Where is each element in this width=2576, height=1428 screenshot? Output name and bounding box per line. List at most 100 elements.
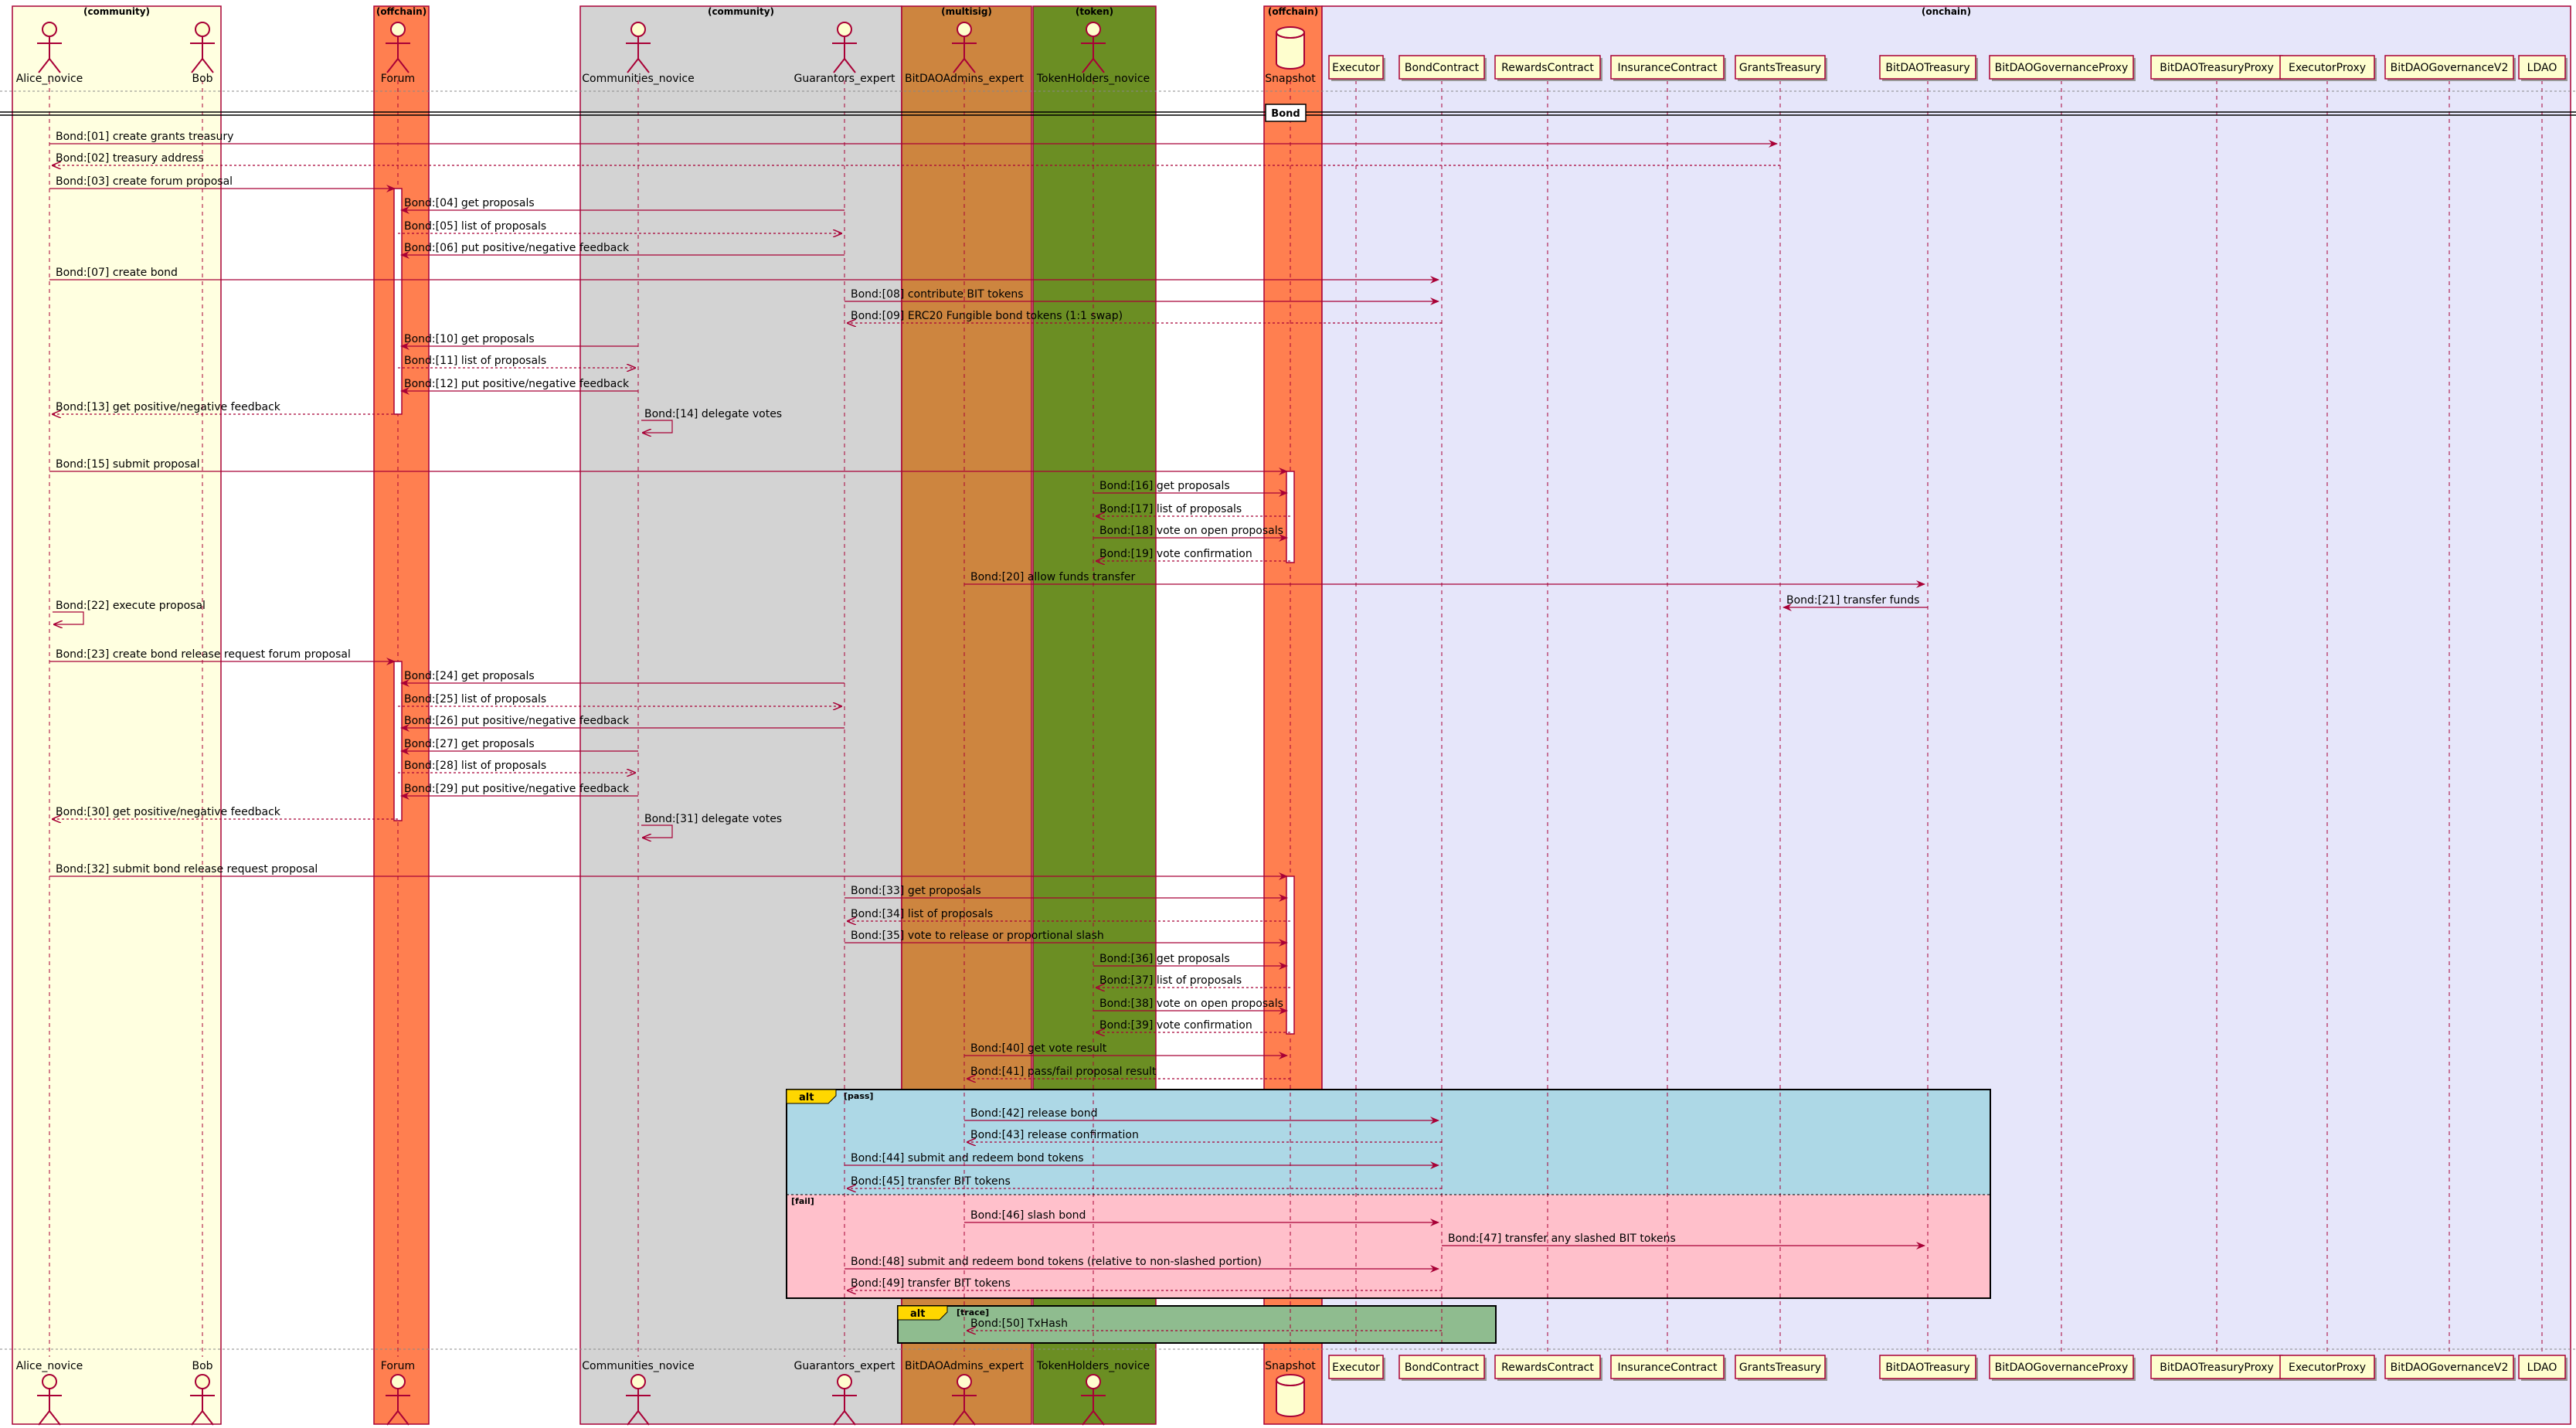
message-03: Bond:[03] create forum proposal <box>49 175 396 192</box>
message-18: Bond:[18] vote on open proposals <box>1093 525 1288 542</box>
message-38: Bond:[38] vote on open proposals <box>1093 998 1288 1015</box>
message-label: Bond:[47] transfer any slashed BIT token… <box>1448 1232 1676 1245</box>
message-label: Bond:[48] submit and redeem bond tokens … <box>851 1256 1262 1268</box>
actor-leg <box>386 58 399 73</box>
message-label: Bond:[16] get proposals <box>1099 480 1230 492</box>
message-label: Bond:[50] TxHash <box>970 1318 1068 1330</box>
message-label: Bond:[25] list of proposals <box>404 693 546 706</box>
participant-box <box>1610 55 1725 80</box>
participant-box <box>1879 1355 1976 1379</box>
group-label: (community) <box>708 6 774 17</box>
message-label: Bond:[30] get positive/negative feedback <box>56 806 281 818</box>
participant-label: Communities_novice <box>582 73 694 85</box>
database-rim <box>1276 1379 1305 1386</box>
message-14: Bond:[14] delegate votes <box>641 408 782 433</box>
message-06: Bond:[06] put positive/negative feedback <box>400 242 845 259</box>
message-label: Bond:[03] create forum proposal <box>56 175 233 188</box>
participant-box <box>1989 1355 2134 1379</box>
actor-leg <box>202 1410 214 1426</box>
participant-label: LDAO <box>2527 62 2557 74</box>
group-label: (community) <box>83 6 150 17</box>
message-label: Bond:[12] put positive/negative feedback <box>404 378 630 390</box>
participant-bitdaogovernancev2-top: BitDAOGovernanceV2 <box>2384 55 2516 81</box>
message-label: Bond:[23] create bond release request fo… <box>56 648 351 661</box>
participant-box <box>2279 55 2375 80</box>
message-39: Bond:[39] vote confirmation <box>1096 1019 1290 1032</box>
participant-label: BitDAOAdmins_expert <box>905 1360 1024 1372</box>
group-label: (offchain) <box>376 6 427 17</box>
group-label: (onchain) <box>1922 6 1971 17</box>
actor-leg <box>1093 58 1105 73</box>
message-40: Bond:[40] get vote result <box>964 1042 1288 1059</box>
message-label: Bond:[14] delegate votes <box>644 408 782 420</box>
participant-label: TokenHolders_novice <box>1036 1360 1150 1372</box>
message-13: Bond:[13] get positive/negative feedback <box>53 401 398 414</box>
participant-executorproxy-bottom: ExecutorProxy <box>2279 1355 2377 1381</box>
message-10: Bond:[10] get proposals <box>400 333 638 350</box>
message-label: Bond:[17] list of proposals <box>1099 503 1242 515</box>
message-label: Bond:[44] submit and redeem bond tokens <box>851 1152 1084 1164</box>
participant-executor-top: Executor <box>1328 55 1385 81</box>
alt-tab <box>897 1305 948 1321</box>
participant-box <box>2518 1355 2566 1379</box>
message-label: Bond:[15] submit proposal <box>56 458 199 471</box>
participant-label: LDAO <box>2527 1362 2557 1374</box>
message-label: Bond:[42] release bond <box>970 1107 1098 1120</box>
participant-box <box>1735 1355 1826 1379</box>
alt-keyword: alt <box>910 1308 925 1320</box>
message-label: Bond:[35] vote to release or proportiona… <box>851 930 1104 942</box>
participant-grantstreasury-top: GrantsTreasury <box>1735 55 1827 81</box>
participant-box <box>1735 55 1826 80</box>
message-24: Bond:[24] get proposals <box>400 670 845 687</box>
actor-head <box>957 22 972 37</box>
participant-tokenholders-novice-top <box>1081 22 1106 73</box>
actor-head <box>195 22 210 37</box>
message-04: Bond:[04] get proposals <box>400 197 845 214</box>
actor-head <box>390 22 406 37</box>
message-07: Bond:[07] create bond <box>49 267 1439 284</box>
message-36: Bond:[36] get proposals <box>1093 953 1288 970</box>
database-body <box>1276 1380 1305 1417</box>
participant-ldao-top: LDAO <box>2518 55 2568 81</box>
participant-label: BondContract <box>1405 62 1480 74</box>
message-49: Bond:[49] transfer BIT tokens <box>848 1277 1442 1290</box>
participant-label: BitDAOTreasuryProxy <box>2160 1362 2274 1374</box>
participant-snapshot-bottom <box>1276 1374 1305 1417</box>
message-label: Bond:[26] put positive/negative feedback <box>404 715 630 727</box>
message-35: Bond:[35] vote to release or proportiona… <box>845 930 1288 947</box>
message-26: Bond:[26] put positive/negative feedback <box>400 715 845 732</box>
alt-fragment-frame <box>786 1089 1991 1299</box>
message-42: Bond:[42] release bond <box>964 1107 1439 1124</box>
message-11: Bond:[11] list of proposals <box>398 355 635 368</box>
participant-label: BitDAOTreasuryProxy <box>2160 62 2274 74</box>
group-box <box>12 5 222 1425</box>
actor-leg <box>963 1410 976 1426</box>
message-33: Bond:[33] get proposals <box>845 885 1288 902</box>
actor-leg <box>386 1410 399 1426</box>
actor-leg <box>833 1410 845 1426</box>
participant-label: BitDAOGovernanceProxy <box>1995 1362 2129 1374</box>
message-label: Bond:[32] submit bond release request pr… <box>56 863 318 876</box>
message-02: Bond:[02] treasury address <box>53 152 1780 165</box>
participant-label: Snapshot <box>1265 1360 1316 1372</box>
participant-label: BitDAOAdmins_expert <box>905 73 1024 85</box>
participant-label: Communities_novice <box>582 1360 694 1372</box>
participant-label: InsuranceContract <box>1618 62 1718 74</box>
participant-bitdaotreasury-top: BitDAOTreasury <box>1879 55 1978 81</box>
participant-box <box>1328 55 1384 80</box>
participant-box <box>1398 55 1485 80</box>
participant-bitdaogovernanceproxy-top: BitDAOGovernanceProxy <box>1989 55 2136 81</box>
message-31: Bond:[31] delegate votes <box>641 813 782 838</box>
message-arrow <box>641 824 673 838</box>
message-label: Bond:[40] get vote result <box>970 1042 1107 1055</box>
message-43: Bond:[43] release confirmation <box>967 1129 1442 1142</box>
actor-leg <box>202 58 214 73</box>
activation-bar <box>393 188 403 415</box>
actor-leg <box>191 58 203 73</box>
message-28: Bond:[28] list of proposals <box>398 760 635 773</box>
participant-label: BitDAOTreasury <box>1885 1362 1969 1374</box>
participant-label: Bob <box>192 1360 212 1372</box>
message-label: Bond:[49] transfer BIT tokens <box>851 1277 1011 1290</box>
participant-label: Snapshot <box>1265 73 1316 85</box>
